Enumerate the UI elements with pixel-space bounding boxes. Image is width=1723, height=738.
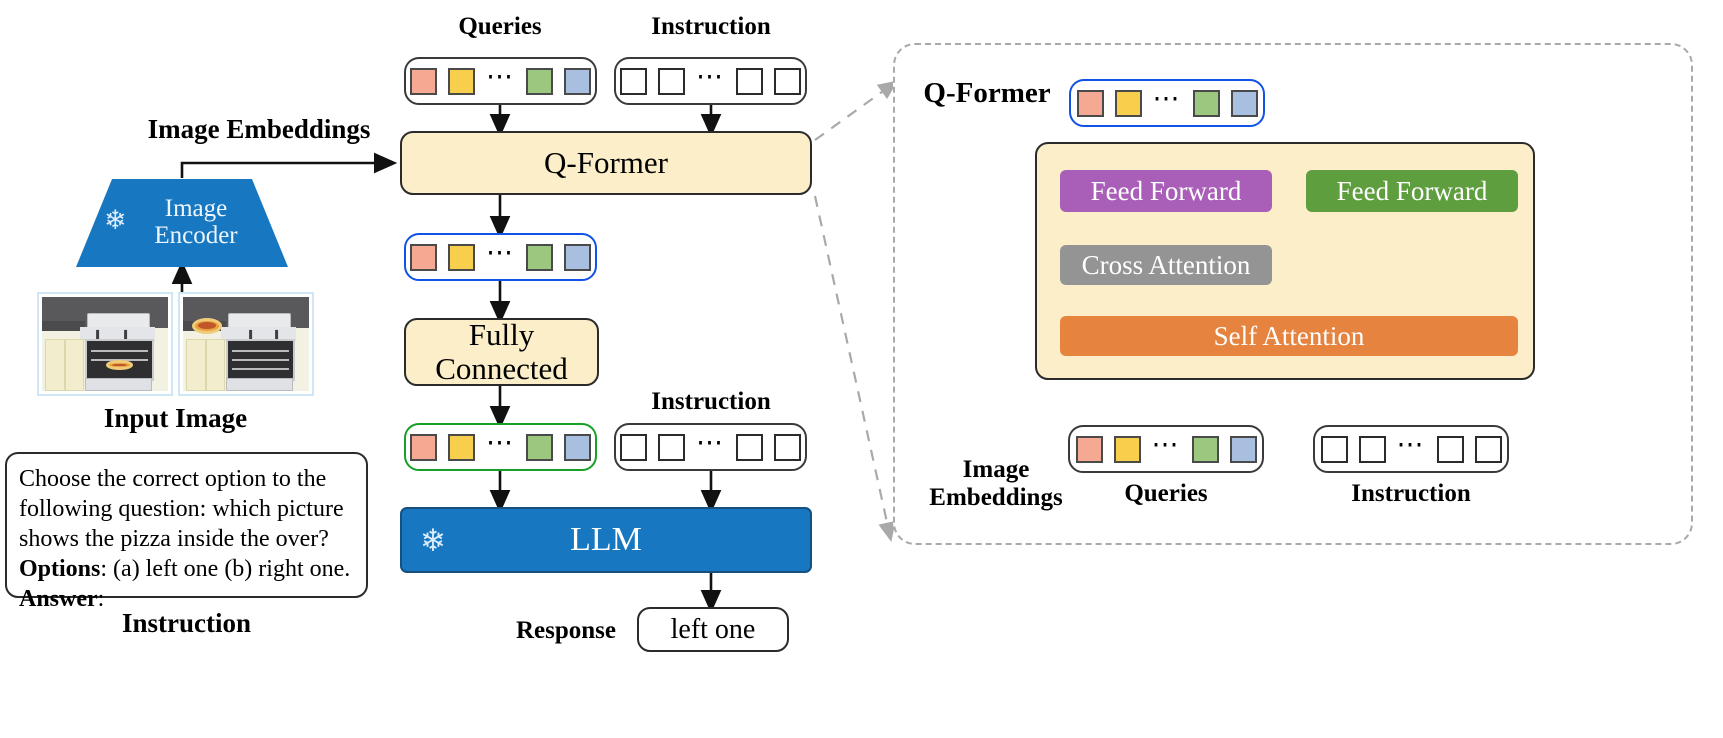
input-image-label: Input Image	[103, 403, 248, 433]
panel-output-token-salmon	[1076, 89, 1104, 117]
input-image-left[interactable]	[37, 292, 173, 396]
prompt-answer-line: Answer:	[19, 584, 354, 614]
instruction-top-token-strip[interactable]: ⋯	[614, 57, 807, 105]
panel-instruction-token	[1436, 435, 1464, 463]
image-embeddings-label: Image Embeddings	[147, 114, 371, 144]
output-token-blue	[564, 243, 591, 271]
instruction-token	[774, 67, 801, 95]
panel-instruction-label: Instruction	[1351, 480, 1471, 507]
feed-forward-query-label: Feed Forward	[1090, 175, 1242, 206]
self-attention-block[interactable]: Self Attention	[1060, 316, 1518, 356]
ellipsis-icon: ⋯	[1152, 83, 1182, 113]
instruction-mid-token-strip[interactable]: ⋯	[614, 423, 807, 471]
output-token-green	[526, 243, 553, 271]
prompt-answer-key: Answer	[19, 586, 98, 612]
stove-illustration	[183, 297, 309, 391]
instruction-token	[658, 67, 685, 95]
panel-instruction-token	[1474, 435, 1502, 463]
input-image-right[interactable]	[178, 292, 314, 396]
qformer-label: Q-Former	[544, 144, 668, 180]
query-token-blue	[564, 67, 591, 95]
panel-query-token-blue	[1229, 435, 1257, 463]
projected-token-yellow	[448, 433, 475, 461]
projected-token-green	[526, 433, 553, 461]
instruction-token	[620, 67, 647, 95]
prompt-line-1: Choose the correct option to the	[19, 466, 327, 492]
panel-image-embeddings-label: Image Embeddings	[929, 456, 1063, 511]
image-encoder-label: Image Encoder	[154, 195, 238, 249]
prompt-options-key: Options	[19, 556, 101, 582]
llm-block[interactable]: ❄ LLM	[400, 507, 812, 573]
cross-attention-block[interactable]: Cross Attention	[1060, 245, 1272, 285]
qformer-block[interactable]: Q-Former	[400, 131, 812, 195]
cross-attention-label: Cross Attention	[1081, 249, 1251, 280]
fully-connected-label: Fully Connected	[435, 316, 568, 386]
output-token-yellow	[448, 243, 475, 271]
ellipsis-icon: ⋯	[1151, 429, 1181, 459]
panel-title: Q-Former	[923, 77, 1051, 109]
panel-query-token-yellow	[1113, 435, 1141, 463]
instruction-label-left: Instruction	[121, 608, 251, 638]
output-token-salmon	[410, 243, 437, 271]
panel-query-token-salmon	[1075, 435, 1103, 463]
panel-output-token-green	[1192, 89, 1220, 117]
feed-forward-query-block[interactable]: Feed Forward	[1060, 170, 1272, 212]
projected-token-strip[interactable]: ⋯	[404, 423, 597, 471]
query-token-green	[526, 67, 553, 95]
instruction-token	[658, 433, 685, 461]
instruction-mid-label: Instruction	[651, 388, 771, 415]
instruction-token	[736, 67, 763, 95]
image-encoder-block[interactable]: ❄ Image Encoder	[76, 179, 288, 267]
pizza-icon	[191, 317, 223, 334]
prompt-line-3: shows the pizza inside the over?	[19, 526, 329, 552]
ellipsis-icon: ⋯	[696, 427, 725, 457]
instruction-prompt-card[interactable]: Choose the correct option to the followi…	[5, 452, 368, 612]
instruction-token	[774, 433, 801, 461]
ellipsis-icon: ⋯	[486, 427, 515, 457]
panel-instruction-token-strip[interactable]: ⋯	[1313, 425, 1509, 473]
panel-output-token-blue	[1230, 89, 1258, 117]
panel-query-token-green	[1191, 435, 1219, 463]
ellipsis-icon: ⋯	[486, 237, 515, 267]
queries-token-strip[interactable]: ⋯	[404, 57, 597, 105]
projected-token-blue	[564, 433, 591, 461]
panel-instruction-token	[1320, 435, 1348, 463]
pizza-icon	[106, 360, 133, 370]
queries-label: Queries	[458, 13, 542, 40]
instruction-token	[736, 433, 763, 461]
ellipsis-icon: ⋯	[1396, 429, 1426, 459]
instruction-top-label: Instruction	[651, 13, 771, 40]
panel-instruction-token	[1358, 435, 1386, 463]
response-value: left one	[670, 613, 756, 645]
query-token-yellow	[448, 67, 475, 95]
snowflake-icon: ❄	[104, 205, 127, 235]
query-token-salmon	[410, 67, 437, 95]
projected-token-salmon	[410, 433, 437, 461]
ellipsis-icon: ⋯	[696, 61, 725, 91]
prompt-line-2: following question: which picture	[19, 496, 344, 522]
snowflake-icon: ❄	[420, 523, 446, 558]
self-attention-label: Self Attention	[1213, 320, 1365, 351]
feed-forward-text-label: Feed Forward	[1336, 175, 1488, 206]
prompt-answer-value: :	[97, 586, 105, 612]
ellipsis-icon: ⋯	[486, 61, 515, 91]
prompt-options-value: : (a) left one (b) right one.	[100, 556, 351, 582]
fully-connected-block[interactable]: Fully Connected	[404, 316, 599, 386]
llm-label: LLM	[570, 521, 642, 558]
prompt-options-line: Options: (a) left one (b) right one.	[19, 554, 354, 584]
panel-output-token-yellow	[1114, 89, 1142, 117]
panel-queries-label: Queries	[1124, 480, 1208, 507]
panel-queries-token-strip[interactable]: ⋯	[1068, 425, 1264, 473]
response-value-box[interactable]: left one	[637, 607, 789, 652]
response-label: Response	[515, 617, 616, 644]
qformer-output-token-strip[interactable]: ⋯	[404, 233, 597, 281]
panel-output-token-strip[interactable]: ⋯	[1069, 79, 1265, 127]
instruction-token	[620, 433, 647, 461]
feed-forward-text-block[interactable]: Feed Forward	[1306, 170, 1518, 212]
stove-illustration	[42, 297, 168, 391]
